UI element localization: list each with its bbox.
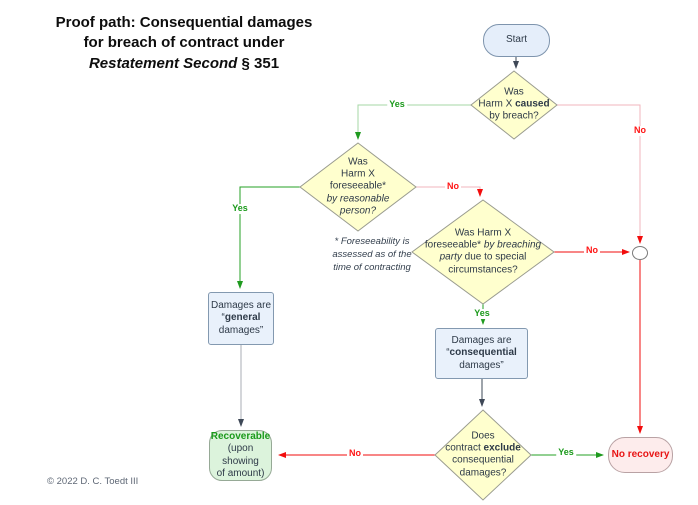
decision-caused-text: Was Harm X caused by breach? [478, 86, 550, 123]
decision-contract-exclude-shape [434, 409, 532, 501]
diagram-title: Proof path: Consequential damages for br… [38, 13, 330, 74]
foreseeability-footnote: * Foreseeability is assessed as of the t… [332, 236, 412, 273]
copyright-notice: © 2022 D. C. Toedt III [47, 476, 139, 487]
edge-reasonable-yes [237, 186, 300, 289]
title-line-3: Restatement Second § 351 [88, 54, 280, 72]
label-reasonable-yes: Yes [230, 203, 250, 214]
decision-foreseeable-breaching-text: Was Harm X foreseeable* by breaching par… [424, 227, 542, 276]
decision-foreseeable-reasonable-text: Was Harm X foreseeable* by reasonable pe… [326, 156, 390, 217]
decision-contract-exclude-text: Does contract exclude consequential dama… [445, 430, 521, 479]
box-consequential-damages: Damages are “consequential damages” [435, 328, 528, 379]
edge-caused-yes [355, 104, 471, 140]
title-line-2: for breach of contract under [83, 34, 285, 52]
no-recovery-label: No recovery [611, 448, 670, 460]
node-no-recovery: No recovery [608, 437, 673, 473]
decision-caused-shape [470, 70, 558, 140]
label-breaching-no: No [584, 245, 600, 256]
decision-foreseeable-reasonable-shape [299, 142, 417, 232]
label-exclude-no: No [347, 448, 363, 459]
edge-reasonable-no [416, 186, 483, 197]
start-label: Start [505, 34, 528, 46]
box-general-damages: Damages are “general damages” [208, 292, 274, 345]
label-reasonable-no: No [445, 181, 461, 192]
title-line-1: Proof path: Consequential damages [55, 14, 313, 31]
junction-circle [632, 246, 648, 260]
node-recoverable: Recoverable (upon showing of amount) [209, 430, 272, 481]
label-caused-no: No [632, 125, 648, 136]
label-breaching-yes: Yes [472, 308, 492, 319]
recoverable-label: Recoverable [210, 431, 271, 443]
label-exclude-yes: Yes [556, 447, 576, 458]
decision-foreseeable-breaching-shape [411, 199, 555, 305]
label-caused-yes: Yes [387, 99, 407, 110]
edge-caused-no [557, 104, 643, 244]
start-node: Start [483, 24, 550, 57]
